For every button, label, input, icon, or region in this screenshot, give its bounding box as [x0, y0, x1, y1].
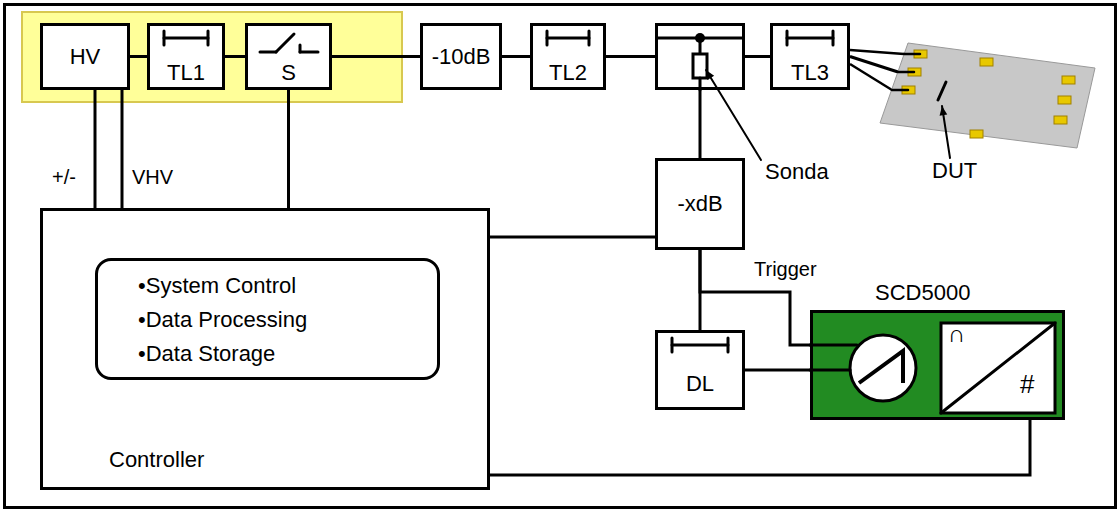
adc-glyph: ∩ — [948, 320, 965, 348]
resistor-symbol — [693, 54, 707, 78]
input-wire — [810, 369, 850, 372]
probe-symbol — [699, 78, 702, 90]
line-symbol — [832, 31, 835, 45]
line-symbol — [163, 31, 166, 45]
node-label: TL1 — [167, 60, 205, 85]
node-label: •System Control — [138, 273, 296, 298]
signal-wire — [606, 55, 655, 58]
line-symbol — [546, 31, 549, 45]
line-symbol — [588, 31, 591, 45]
node-label: SCD5000 — [875, 280, 970, 305]
signal-wire — [490, 420, 1030, 475]
signal-wire — [745, 369, 810, 372]
node-label: HV — [70, 44, 101, 69]
die-symbol — [938, 82, 946, 100]
node-label: DL — [686, 371, 714, 396]
signal-wire — [225, 55, 245, 58]
probe-wire — [850, 50, 904, 54]
signal-wire — [502, 55, 530, 58]
line-box: TL1 — [147, 23, 225, 90]
attenuator-box: -xdB — [655, 158, 745, 250]
line-symbol — [672, 344, 728, 347]
switch-symbol — [276, 34, 294, 52]
contact-pad — [980, 58, 993, 66]
line-box: TL2 — [530, 23, 606, 90]
switch-symbol — [300, 51, 318, 54]
signal-wire — [94, 90, 97, 208]
node-label: TL2 — [549, 60, 587, 85]
node-label: S — [281, 60, 296, 85]
signal-wire — [745, 55, 770, 58]
line-symbol — [787, 37, 833, 40]
symbol — [658, 26, 742, 87]
line-symbol — [207, 31, 210, 45]
switch-box: S — [245, 23, 332, 90]
delay-line-box: DL — [655, 330, 745, 410]
line-symbol — [671, 338, 674, 352]
outer-frame — [5, 5, 1116, 508]
probe-wire — [904, 53, 920, 56]
dut-board — [880, 43, 1095, 148]
oscilloscope-symbol — [850, 335, 916, 401]
leader-arrowhead — [706, 70, 714, 80]
adc-glyph: # — [1020, 370, 1034, 400]
probe-symbol — [699, 38, 702, 54]
node-label: DUT — [932, 158, 977, 183]
line-box: TL3 — [770, 23, 850, 90]
signal-wire — [287, 90, 290, 208]
function-list-box: •System Control •Data Processing •Data Sto… — [95, 258, 440, 380]
node-label: -10dB — [432, 44, 491, 69]
line-symbol — [547, 37, 589, 40]
source-box: HV — [40, 23, 130, 90]
probe-wire — [898, 71, 914, 74]
contact-pad — [1062, 76, 1075, 84]
probe-box: Sonda — [655, 23, 745, 90]
contact-pad — [1058, 96, 1071, 104]
contact-pad — [970, 130, 983, 138]
controller-box: Controller •System Control •Data Processin… — [40, 208, 490, 490]
node-label: •Data Storage — [138, 341, 275, 366]
digitizer-box: SCD5000 — [810, 310, 1065, 420]
node-label: Controller — [109, 447, 204, 472]
switch-symbol — [260, 51, 276, 54]
signal-wire — [332, 55, 420, 58]
signal-label: +/- — [50, 166, 78, 189]
line-symbol — [164, 37, 208, 40]
line-symbol — [786, 31, 789, 45]
signal-wire — [490, 236, 655, 239]
sawtooth-symbol — [859, 351, 903, 383]
signal-label: VHV — [130, 166, 175, 189]
leader-line — [706, 70, 761, 160]
node-label: TL3 — [791, 60, 829, 85]
symbol — [880, 38, 1098, 153]
signal-wire — [130, 55, 147, 58]
switch-symbol — [299, 45, 302, 52]
probe-wire — [892, 89, 908, 92]
node-label: Sonda — [765, 159, 829, 184]
signal-label: Trigger — [752, 258, 819, 281]
attenuator-box: -10dB — [420, 23, 502, 90]
node-label: •Data Processing — [138, 307, 307, 332]
contact-pad — [1054, 116, 1067, 124]
dut-board: DUT — [880, 38, 1098, 153]
symbol — [813, 313, 1062, 417]
node-label: -xdB — [677, 191, 722, 216]
signal-wire — [121, 90, 124, 208]
signal-wire — [850, 57, 898, 73]
signal-wire — [699, 90, 702, 158]
input-wire — [810, 344, 857, 347]
line-symbol — [727, 338, 730, 352]
leader-arrowhead — [940, 106, 948, 116]
